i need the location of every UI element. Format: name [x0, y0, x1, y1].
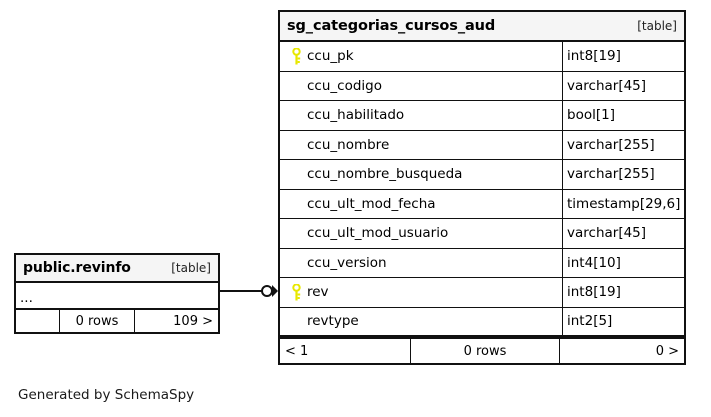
column-name: ccu_habilitado: [307, 107, 405, 124]
collapsed-columns-ellipsis[interactable]: ...: [20, 289, 33, 306]
column-type: varchar[255]: [567, 136, 655, 153]
table-header: public.revinfo [table]: [16, 255, 218, 283]
column-type: int8[19]: [567, 284, 621, 301]
column-list: ccu_pk int8[19] ccu_codigo varchar[45] ccu_h…: [280, 42, 684, 337]
zero-or-one-circle-icon: [261, 285, 273, 297]
table-node-public-revinfo[interactable]: public.revinfo [table] ... 0 rows 109 >: [14, 253, 220, 334]
column-type: varchar[45]: [567, 225, 647, 242]
table-footer: < 1 0 rows 0 >: [280, 337, 684, 363]
footer-next-page[interactable]: 109 >: [173, 313, 213, 329]
column-name: ccu_nombre: [307, 136, 390, 153]
column-name-cell: ccu_nombre_busqueda: [280, 160, 563, 189]
column-name: rev: [307, 284, 329, 301]
column-row[interactable]: ccu_ult_mod_usuario varchar[45]: [280, 219, 684, 249]
column-row[interactable]: ccu_habilitado bool[1]: [280, 101, 684, 131]
table-name: sg_categorias_cursos_aud: [287, 18, 496, 34]
column-name: ccu_nombre_busqueda: [307, 166, 463, 183]
table-header: sg_categorias_cursos_aud [table]: [280, 12, 684, 42]
column-name-cell: ccu_codigo: [280, 71, 563, 100]
relationship-connector: [218, 285, 278, 297]
column-name-cell: ccu_nombre: [280, 130, 563, 159]
footer-prev-page[interactable]: [16, 310, 60, 332]
column-row[interactable]: ccu_version int4[10]: [280, 248, 684, 278]
column-row[interactable]: revtype int2[5]: [280, 307, 684, 337]
table-footer: 0 rows 109 >: [16, 308, 218, 332]
primary-key-icon: [285, 47, 307, 65]
column-name-cell: ccu_habilitado: [280, 101, 563, 130]
footer-next-page[interactable]: 0 >: [655, 343, 679, 359]
table-name: public.revinfo: [23, 260, 131, 276]
column-row[interactable]: ccu_nombre varchar[255]: [280, 130, 684, 160]
column-name: ccu_codigo: [307, 77, 382, 94]
column-row[interactable]: ccu_pk int8[19]: [280, 42, 684, 72]
column-name-cell: revtype: [280, 307, 563, 335]
column-row[interactable]: ccu_nombre_busqueda varchar[255]: [280, 160, 684, 190]
column-type: int8[19]: [567, 48, 621, 65]
primary-key-icon: [285, 283, 307, 301]
column-name-cell: rev: [280, 278, 563, 307]
column-name-cell: ccu_version: [280, 248, 563, 277]
column-name-cell: ccu_ult_mod_usuario: [280, 219, 563, 248]
column-type: varchar[45]: [567, 77, 647, 94]
column-name: ccu_pk: [307, 48, 354, 65]
footer-row-count: 0 rows: [60, 310, 135, 332]
crows-foot-many-icon: [272, 285, 278, 297]
column-name-cell: ccu_ult_mod_fecha: [280, 189, 563, 218]
column-name: ccu_ult_mod_fecha: [307, 195, 436, 212]
column-type: bool[1]: [567, 107, 615, 124]
footer-row-count: 0 rows: [411, 339, 560, 363]
footer-prev-page[interactable]: < 1: [280, 339, 411, 363]
column-row[interactable]: ccu_ult_mod_fecha timestamp[29,6]: [280, 189, 684, 219]
column-name: revtype: [307, 313, 359, 330]
column-row[interactable]: ccu_codigo varchar[45]: [280, 71, 684, 101]
column-type: varchar[255]: [567, 166, 655, 183]
column-type: timestamp[29,6]: [567, 195, 681, 212]
table-kind-label: [table]: [637, 19, 677, 33]
column-row[interactable]: rev int8[19]: [280, 278, 684, 308]
column-name: ccu_ult_mod_usuario: [307, 225, 449, 242]
column-name: ccu_version: [307, 254, 387, 271]
generated-by-caption: Generated by SchemaSpy: [18, 387, 195, 403]
column-type: int2[5]: [567, 313, 613, 330]
column-name-cell: ccu_pk: [280, 42, 563, 71]
column-type: int4[10]: [567, 254, 621, 271]
table-kind-label: [table]: [171, 261, 211, 275]
